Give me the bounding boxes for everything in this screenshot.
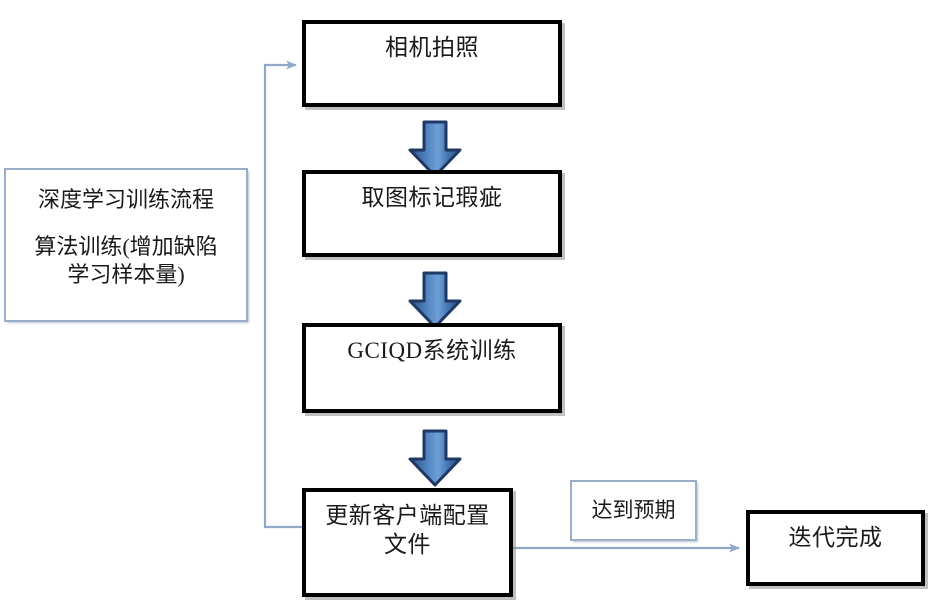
- arrow-camera-to-mark: [408, 120, 462, 178]
- node-mark[interactable]: 取图标记瑕疵: [302, 170, 562, 257]
- arrow-mark-to-train: [408, 271, 462, 329]
- node-train-label: GCIQD系统训练: [347, 338, 517, 363]
- node-train[interactable]: GCIQD系统训练: [302, 323, 562, 413]
- node-camera-label: 相机拍照: [385, 35, 479, 60]
- node-update[interactable]: 更新客户端配置 文件: [302, 488, 513, 597]
- node-done-label: 迭代完成: [788, 525, 883, 550]
- label-expect-text: 达到预期: [591, 497, 676, 522]
- arrow-train-to-update: [408, 429, 462, 487]
- node-done[interactable]: 迭代完成: [746, 510, 925, 586]
- edge-update-feedback-to-camera: [263, 60, 302, 529]
- info-panel-detail: 算法训练(增加缺陷 学习样本量): [34, 233, 218, 288]
- label-expect: 达到预期: [570, 480, 697, 541]
- node-camera[interactable]: 相机拍照: [302, 20, 562, 107]
- info-panel: 深度学习训练流程 算法训练(增加缺陷 学习样本量): [4, 168, 248, 322]
- node-mark-label: 取图标记瑕疵: [361, 185, 503, 210]
- node-update-label: 更新客户端配置 文件: [325, 503, 490, 557]
- info-panel-title: 深度学习训练流程: [37, 187, 214, 212]
